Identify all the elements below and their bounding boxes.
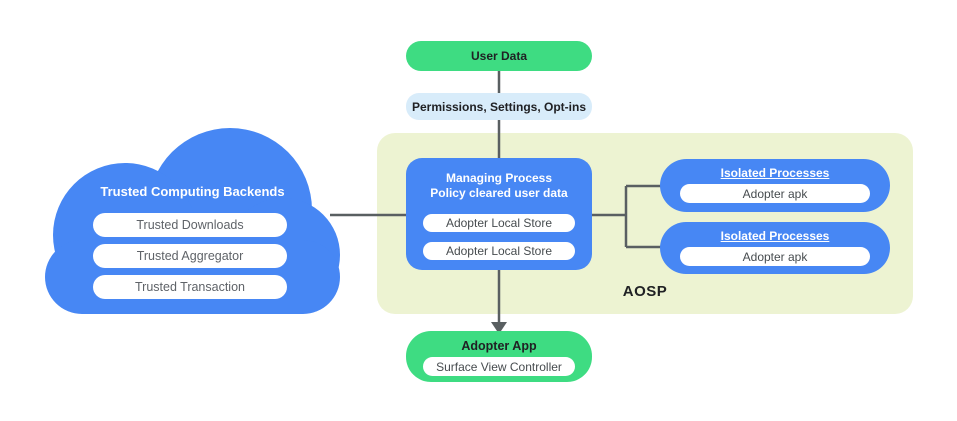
cloud-item-trusted-transaction: Trusted Transaction: [93, 275, 287, 299]
isolated-process-title: Isolated Processes: [720, 229, 830, 243]
managing-process-title-line2: Policy cleared user data: [430, 186, 568, 200]
cloud-item-trusted-aggregator: Trusted Aggregator: [93, 244, 287, 268]
adopter-app-node: Adopter App Surface View Controller: [406, 331, 592, 382]
surface-view-controller-pill: Surface View Controller: [423, 357, 575, 376]
aosp-label: AOSP: [622, 283, 668, 300]
managing-process-node: Managing Process Policy cleared user dat…: [406, 158, 592, 270]
isolated-process-title: Isolated Processes: [720, 166, 830, 180]
permissions-node: Permissions, Settings, Opt-ins: [406, 93, 592, 120]
cloud-item-trusted-downloads: Trusted Downloads: [93, 213, 287, 237]
managing-process-title-line1: Managing Process: [445, 171, 553, 185]
adopter-apk-pill: Adopter apk: [680, 184, 870, 203]
cloud-title: Trusted Computing Backends: [100, 184, 285, 199]
user-data-node: User Data: [406, 41, 592, 71]
adopter-local-store-pill: Adopter Local Store: [423, 214, 575, 232]
adopter-app-title: Adopter App: [461, 339, 537, 353]
isolated-process-node: Isolated Processes Adopter apk: [660, 159, 890, 212]
isolated-process-node: Isolated Processes Adopter apk: [660, 222, 890, 274]
managing-process-title: Managing Process Policy cleared user dat…: [406, 171, 592, 201]
adopter-apk-pill: Adopter apk: [680, 247, 870, 266]
adopter-local-store-pill: Adopter Local Store: [423, 242, 575, 260]
